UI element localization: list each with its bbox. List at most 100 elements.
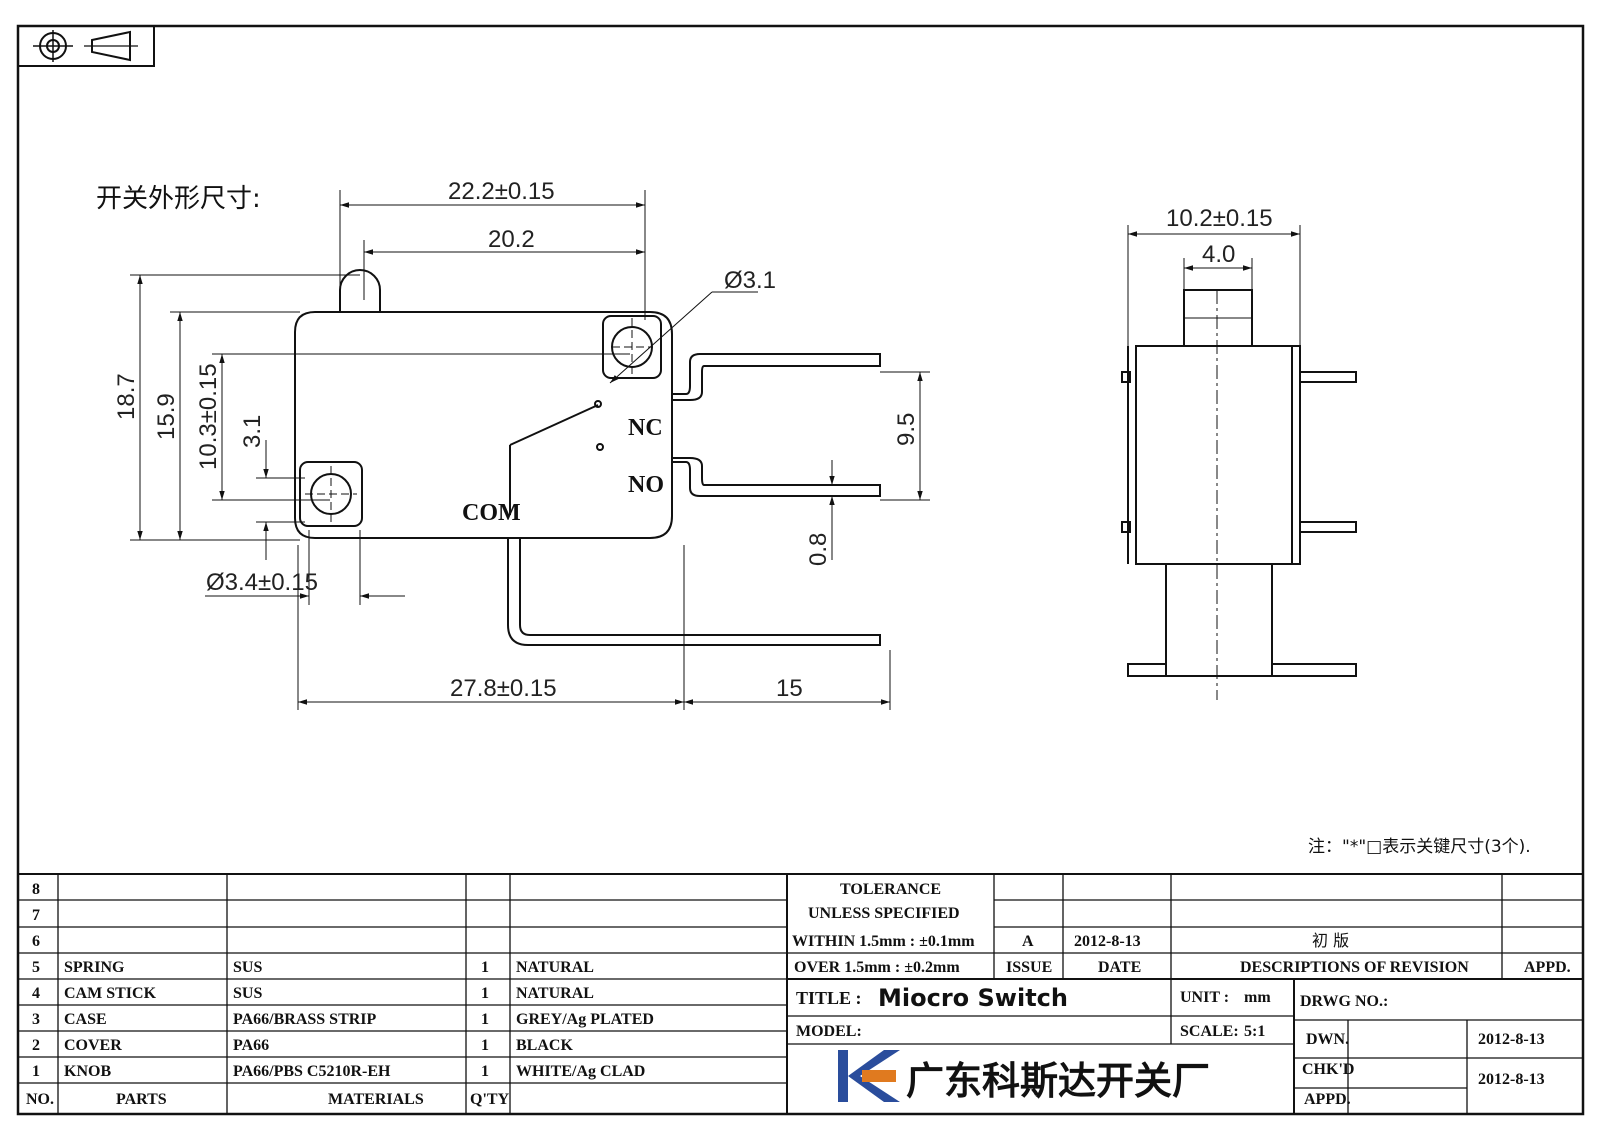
actuator-button bbox=[339, 269, 381, 312]
header-parts: PARTS bbox=[116, 1091, 167, 1108]
dim-lead-length: 15 bbox=[776, 675, 803, 702]
dim-overall-width: 22.2±0.15 bbox=[448, 178, 555, 205]
table-row: 5 SPRING SUS 1 NATURAL bbox=[32, 959, 594, 976]
label-com: COM bbox=[462, 500, 521, 526]
chkd-date: 2012-8-13 bbox=[1478, 1071, 1545, 1088]
table-row: 8 bbox=[32, 881, 40, 898]
dwn-label: DWN. bbox=[1306, 1031, 1349, 1048]
svg-text:DESCRIPTIONS OF REVISION: DESCRIPTIONS OF REVISION bbox=[1240, 959, 1469, 976]
dim-body-length: 27.8±0.15 bbox=[450, 675, 557, 702]
svg-text:6: 6 bbox=[32, 933, 40, 950]
side-leg bbox=[1165, 563, 1273, 677]
svg-text:NATURAL: NATURAL bbox=[516, 959, 594, 976]
svg-text:SPRING: SPRING bbox=[64, 959, 125, 976]
svg-text:A: A bbox=[1022, 933, 1034, 950]
svg-text:ISSUE: ISSUE bbox=[1006, 959, 1052, 976]
company-name: 广东科斯达开关厂 bbox=[906, 1059, 1210, 1103]
dim-hole-dia-top: Ø3.1 bbox=[724, 267, 776, 294]
dwn-date: 2012-8-13 bbox=[1478, 1031, 1545, 1048]
table-row: 4 CAM STICK SUS 1 NATURAL bbox=[32, 985, 594, 1002]
svg-text:NATURAL: NATURAL bbox=[516, 985, 594, 1002]
terminal-nc bbox=[672, 353, 881, 401]
svg-text:8: 8 bbox=[32, 881, 40, 898]
svg-text:CASE: CASE bbox=[64, 1011, 107, 1028]
dim-side-button: 4.0 bbox=[1202, 241, 1235, 268]
dim-pin-span: 20.2 bbox=[488, 226, 535, 253]
front-view bbox=[294, 269, 881, 646]
svg-text:BLACK: BLACK bbox=[516, 1037, 573, 1054]
svg-text:DATE: DATE bbox=[1098, 959, 1141, 976]
chkd-label: CHK'D bbox=[1302, 1061, 1354, 1078]
dim-terminal-thk: 0.8 bbox=[805, 533, 832, 566]
dim-hole-spacing-v: 10.3±0.15 bbox=[195, 363, 222, 470]
table-row: 1 KNOB PA66/PBS C5210R-EH 1 WHITE/Ag CLA… bbox=[32, 1063, 645, 1080]
dim-hole-dia-bottom: Ø3.4±0.15 bbox=[206, 569, 318, 596]
unit-label: UNIT : bbox=[1180, 989, 1229, 1006]
svg-text:UNLESS SPECIFIED: UNLESS SPECIFIED bbox=[808, 905, 960, 922]
dim-hole-offset: 3.1 bbox=[239, 415, 266, 448]
header-qty: Q'TY bbox=[470, 1091, 510, 1108]
table-row: 6 bbox=[32, 933, 40, 950]
title-label: TITLE : bbox=[796, 988, 862, 1008]
dim-height-body: 15.9 bbox=[153, 393, 180, 440]
svg-text:SUS: SUS bbox=[233, 959, 262, 976]
tolerance-block: TOLERANCE UNLESS SPECIFIED WITHIN 1.5mm … bbox=[792, 881, 975, 976]
drwg-label: DRWG NO.: bbox=[1300, 993, 1388, 1010]
dim-side-width: 10.2±0.15 bbox=[1166, 205, 1273, 232]
svg-text:WITHIN 1.5mm : ±0.1mm: WITHIN 1.5mm : ±0.1mm bbox=[792, 933, 975, 950]
side-body bbox=[1135, 345, 1301, 565]
company-logo-icon bbox=[838, 1050, 900, 1102]
label-no: NO bbox=[628, 472, 664, 498]
drawing-heading: 开关外形尺寸: bbox=[96, 184, 261, 214]
table-row: 2 COVER PA66 1 BLACK bbox=[32, 1037, 573, 1054]
drawing-note: 注："*"□表示关键尺寸(3个). bbox=[1308, 837, 1531, 857]
svg-text:4: 4 bbox=[32, 985, 40, 1002]
svg-text:7: 7 bbox=[32, 907, 40, 924]
svg-text:OVER 1.5mm : ±0.2mm: OVER 1.5mm : ±0.2mm bbox=[794, 959, 960, 976]
svg-text:PA66/PBS C5210R-EH: PA66/PBS C5210R-EH bbox=[233, 1063, 391, 1080]
model-label: MODEL: bbox=[796, 1023, 862, 1040]
side-view bbox=[1121, 225, 1357, 700]
svg-text:1: 1 bbox=[32, 1063, 40, 1080]
svg-text:GREY/Ag PLATED: GREY/Ag PLATED bbox=[516, 1011, 654, 1028]
appd-label: APPD. bbox=[1304, 1091, 1351, 1108]
svg-text:5: 5 bbox=[32, 959, 40, 976]
svg-text:2012-8-13: 2012-8-13 bbox=[1074, 933, 1141, 950]
svg-text:PA66: PA66 bbox=[233, 1037, 269, 1054]
header-materials: MATERIALS bbox=[328, 1091, 424, 1108]
dim-terminal-pitch: 9.5 bbox=[893, 413, 920, 446]
table-row: 7 bbox=[32, 907, 40, 924]
sheet-border bbox=[16, 24, 1585, 1116]
mount-hole-top bbox=[602, 315, 662, 379]
projection-symbol-icon bbox=[17, 25, 155, 67]
svg-text:2: 2 bbox=[32, 1037, 40, 1054]
svg-text:APPD.: APPD. bbox=[1524, 959, 1571, 976]
svg-text:1: 1 bbox=[481, 959, 489, 976]
scale-label: SCALE: bbox=[1180, 1023, 1239, 1040]
switch-body bbox=[294, 311, 673, 539]
header-no: NO. bbox=[26, 1091, 54, 1108]
table-row: 3 CASE PA66/BRASS STRIP 1 GREY/Ag PLATED bbox=[32, 1011, 654, 1028]
dim-height-total: 18.7 bbox=[113, 373, 140, 420]
svg-text:PA66/BRASS STRIP: PA66/BRASS STRIP bbox=[233, 1011, 377, 1028]
svg-text:SUS: SUS bbox=[233, 985, 262, 1002]
mount-hole-bottom bbox=[299, 461, 363, 527]
svg-text:CAM STICK: CAM STICK bbox=[64, 985, 157, 1002]
title-block-grid bbox=[18, 873, 1583, 1114]
svg-text:KNOB: KNOB bbox=[64, 1063, 111, 1080]
svg-text:3: 3 bbox=[32, 1011, 40, 1028]
table-header-row: NO. PARTS MATERIALS Q'TY bbox=[26, 1091, 510, 1108]
revision-block: A 2012-8-13 初 版 ISSUE DATE DESCRIPTIONS … bbox=[1006, 931, 1571, 976]
svg-text:TOLERANCE: TOLERANCE bbox=[840, 881, 941, 898]
parts-list: 8 7 6 5 SPRING SUS 1 NATURAL 4 CAM STICK… bbox=[26, 881, 654, 1108]
front-view-dimensions bbox=[130, 190, 930, 710]
svg-text:初 版: 初 版 bbox=[1312, 931, 1349, 950]
terminal-no bbox=[672, 457, 881, 497]
label-nc: NC bbox=[628, 415, 663, 441]
svg-text:1: 1 bbox=[481, 1063, 489, 1080]
scale-value: 5:1 bbox=[1244, 1023, 1265, 1040]
terminal-com bbox=[507, 538, 881, 646]
title-value: Miocro Switch bbox=[878, 984, 1068, 1012]
svg-text:1: 1 bbox=[481, 1037, 489, 1054]
